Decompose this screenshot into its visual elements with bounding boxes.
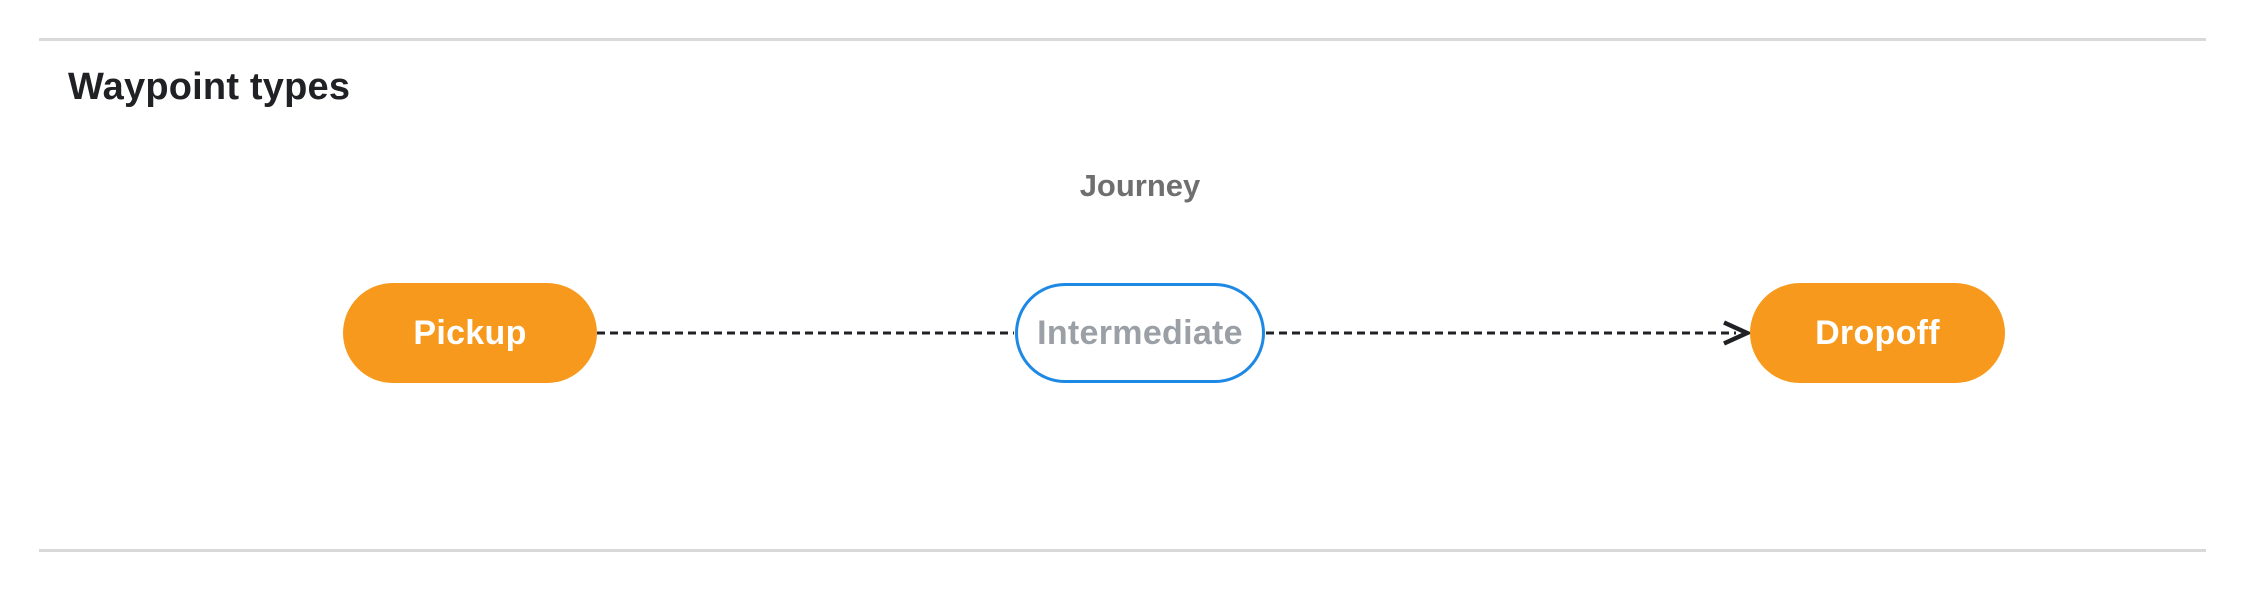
- node-intermediate-label: Intermediate: [1037, 313, 1243, 352]
- top-divider: [39, 38, 2206, 41]
- node-pickup: Pickup: [343, 283, 597, 383]
- journey-label: Journey: [1079, 168, 1201, 203]
- arrowhead-icon: [1723, 320, 1753, 346]
- node-pickup-label: Pickup: [413, 313, 527, 352]
- node-dropoff-label: Dropoff: [1815, 313, 1940, 352]
- node-dropoff: Dropoff: [1750, 283, 2005, 383]
- bottom-divider: [39, 549, 2206, 552]
- page-title: Waypoint types: [68, 66, 351, 108]
- node-intermediate: Intermediate: [1015, 283, 1265, 383]
